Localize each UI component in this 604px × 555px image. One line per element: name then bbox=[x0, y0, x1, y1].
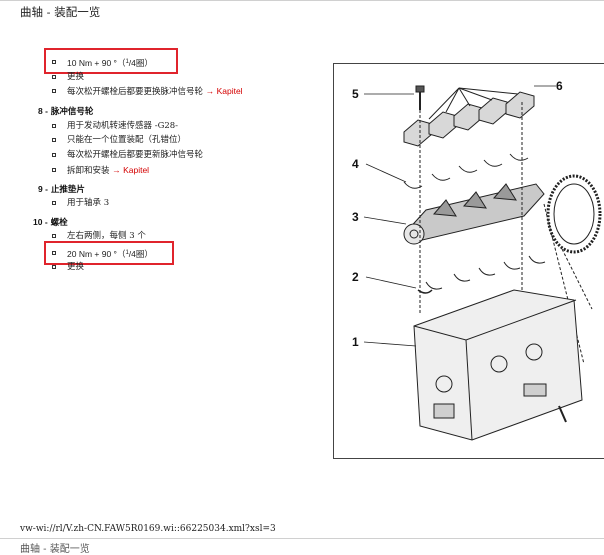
torque-value: 20 Nm + 90 °（ bbox=[67, 249, 126, 259]
callout-6: 6 bbox=[556, 79, 563, 93]
item-text: 更换 bbox=[67, 262, 85, 272]
item-text: 用于轴承 3 bbox=[67, 198, 110, 208]
crankshaft-part bbox=[403, 183, 545, 245]
item-text: 每次松开螺栓后都要更换脉冲信号轮 bbox=[67, 87, 204, 97]
section-number: 9 - bbox=[38, 184, 48, 194]
footer-url: vw-wi://rl/V.zh-CN.FAW5R0169.wi::6622503… bbox=[20, 524, 276, 534]
lower-shells-part bbox=[417, 255, 546, 294]
kapitel-link[interactable]: → Kapitel bbox=[205, 86, 243, 96]
callout-4: 4 bbox=[352, 157, 359, 171]
next-page-header: 曲轴 - 装配一览 bbox=[20, 544, 90, 555]
bullet-icon bbox=[52, 138, 56, 142]
bearing-caps-part bbox=[403, 87, 535, 147]
torque-fraction: 1 bbox=[125, 250, 129, 256]
bullet-icon bbox=[52, 201, 56, 205]
leader-lines bbox=[363, 85, 556, 347]
bullet-icon bbox=[52, 124, 56, 128]
callout-5: 5 bbox=[352, 87, 359, 101]
bolt-part bbox=[415, 85, 425, 110]
item-text: 每次松开螺栓后都要更新脉冲信号轮 bbox=[67, 150, 204, 160]
item-text: 只能在一个位置装配（孔错位） bbox=[67, 135, 187, 145]
torque-fraction-denominator: /4圈） bbox=[128, 249, 153, 259]
item-text: 用于发动机转速传感器 -G28- bbox=[67, 121, 179, 131]
section-title: 螺栓 bbox=[50, 218, 68, 228]
assembly-diagram: 5 6 4 3 2 1 bbox=[333, 63, 604, 459]
item-text: 拆卸和安装 bbox=[67, 166, 110, 176]
item-text: 更换 bbox=[67, 72, 85, 82]
section-heading-10: 10 - 螺栓 bbox=[33, 216, 68, 228]
bullet-icon bbox=[52, 75, 56, 79]
section-heading-8: 8 - 脉冲信号轮 bbox=[38, 105, 93, 117]
highlight-box-torque-1 bbox=[44, 48, 178, 74]
item-text: 左右两侧，每侧 3 个 bbox=[67, 231, 146, 241]
bullet-icon bbox=[52, 234, 56, 238]
section-title: 止推垫片 bbox=[50, 185, 85, 195]
bottom-rule bbox=[0, 538, 604, 539]
torque-value: 10 Nm + 90 °（ bbox=[67, 58, 126, 68]
bullet-icon bbox=[52, 89, 56, 93]
callout-2: 2 bbox=[352, 270, 359, 284]
section-heading-9: 9 - 止推垫片 bbox=[38, 183, 85, 195]
kapitel-link[interactable]: → Kapitel bbox=[112, 165, 150, 175]
page-title: 曲轴 - 装配一览 bbox=[20, 5, 101, 19]
highlight-box-torque-2 bbox=[44, 241, 174, 265]
top-rule bbox=[0, 0, 604, 1]
bullet-icon bbox=[52, 60, 56, 64]
cylinder-block-part bbox=[413, 289, 583, 441]
torque-fraction-denominator: /4圈） bbox=[128, 58, 153, 68]
bullet-icon bbox=[52, 251, 56, 255]
section-number: 10 - bbox=[33, 217, 48, 227]
callout-3: 3 bbox=[352, 210, 359, 224]
bullet-icon bbox=[52, 168, 56, 172]
upper-shells-part bbox=[403, 153, 529, 189]
callout-1: 1 bbox=[352, 335, 359, 349]
section-number: 8 - bbox=[38, 106, 48, 116]
bullet-icon bbox=[52, 153, 56, 157]
assembly-drawing: 5 6 4 3 2 1 bbox=[352, 79, 602, 441]
pulse-wheel-part bbox=[546, 174, 602, 310]
torque-fraction: 1 bbox=[125, 59, 129, 65]
section-title: 脉冲信号轮 bbox=[50, 107, 94, 117]
bullet-icon bbox=[52, 265, 56, 269]
